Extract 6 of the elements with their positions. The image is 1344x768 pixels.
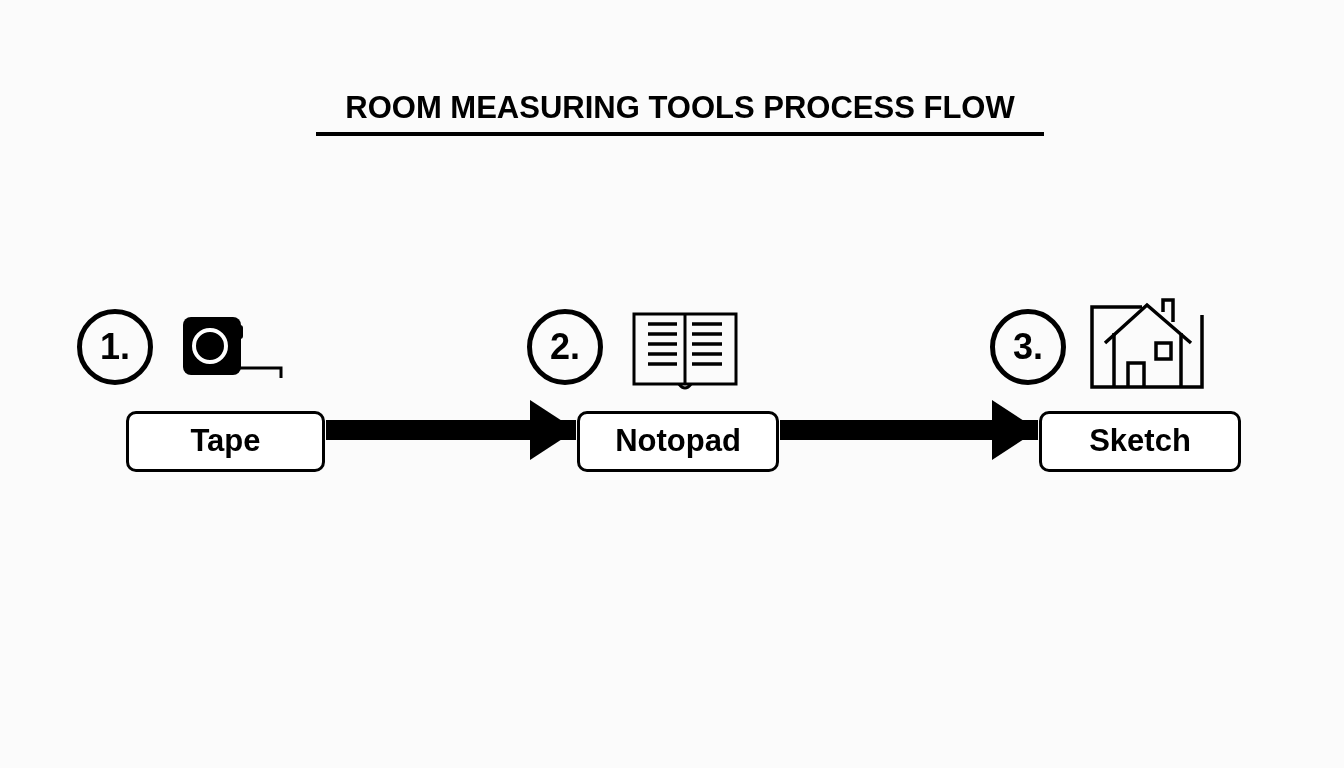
tool-label-box: Notopad [577, 411, 779, 472]
arrow [326, 400, 576, 460]
tool-label-box: Sketch [1039, 411, 1241, 472]
title: ROOM MEASURING TOOLS PROCESS FLOW [316, 88, 1044, 136]
tool-label-box: Tape [126, 411, 325, 472]
arrow [780, 400, 1038, 460]
